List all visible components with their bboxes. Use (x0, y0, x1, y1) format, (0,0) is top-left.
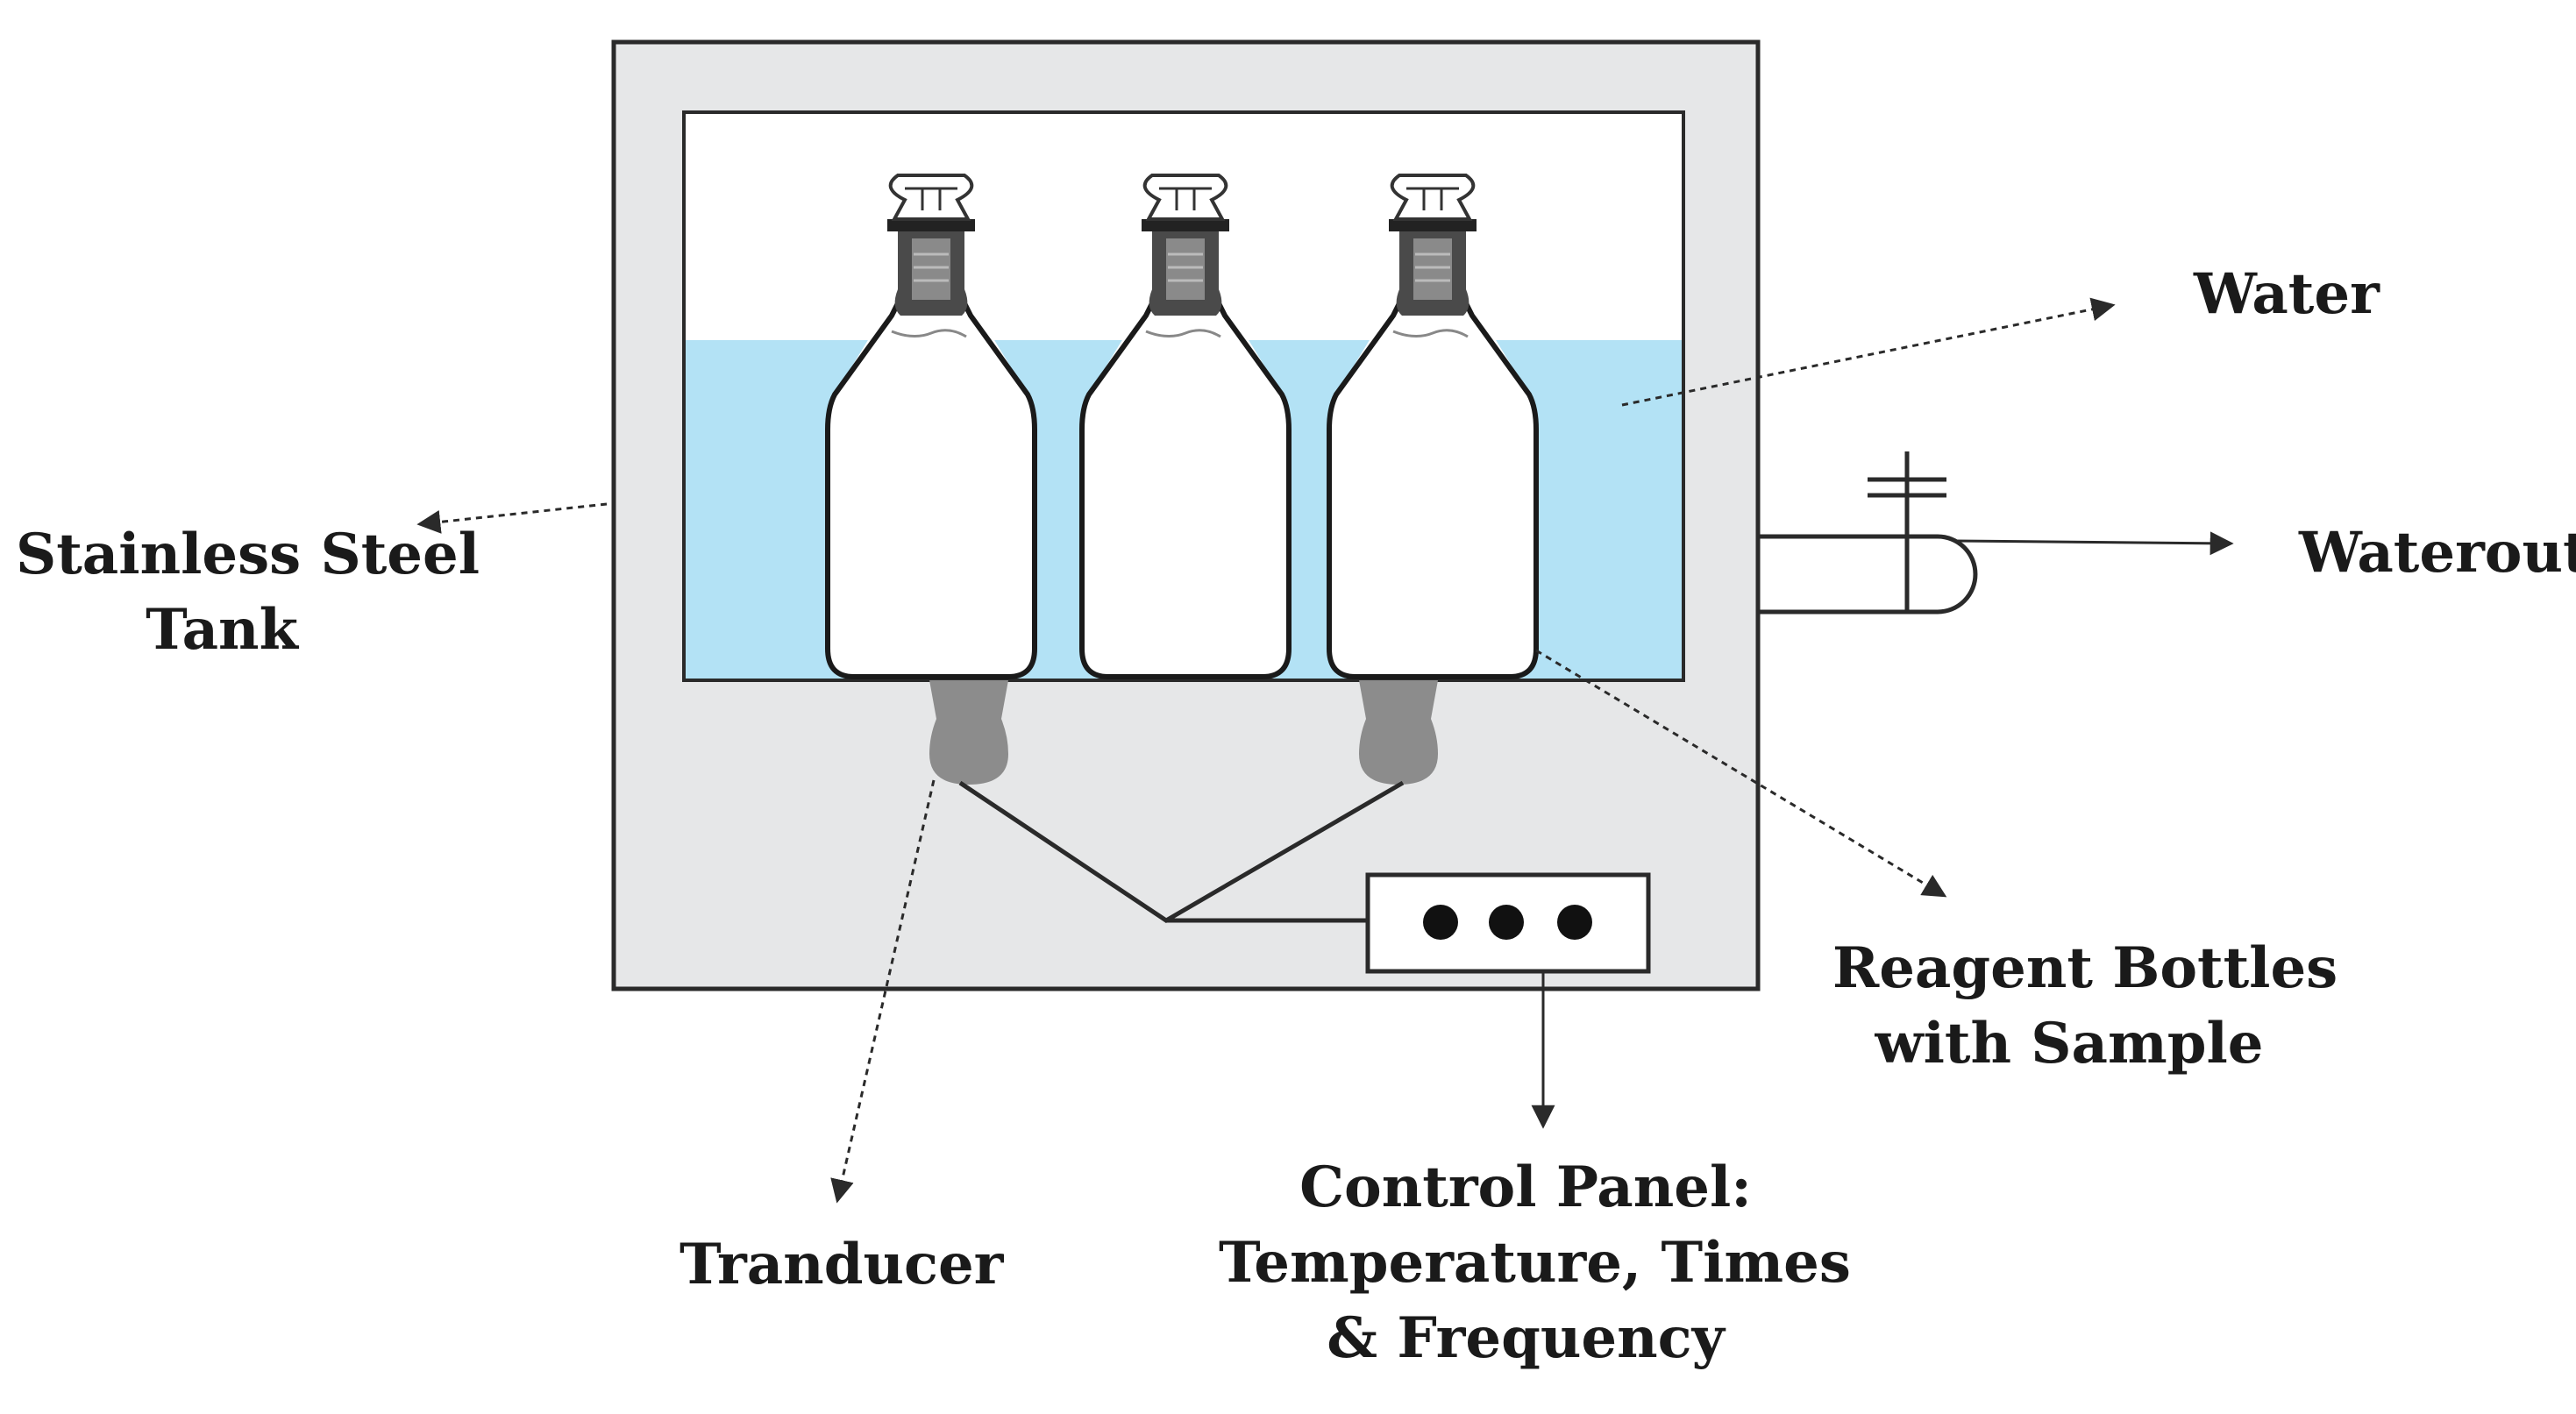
label-reagent-bottles: Reagent Bottles with Sample (1832, 931, 2338, 1082)
transducer-wiring (958, 780, 1405, 923)
reagent-bottle-1 (825, 174, 1037, 679)
knob-3 (1557, 905, 1592, 940)
arrow-transducer (830, 779, 936, 1204)
label-control-panel: Control Panel: Temperature, Times & Freq… (1219, 1150, 1851, 1376)
label-control-line-3: & Frequency (1327, 1305, 1725, 1371)
label-tank-line-1: Stainless Steel (16, 522, 480, 587)
solid-arrows (1531, 531, 2234, 1129)
waterout-pipe (1758, 451, 1978, 615)
label-bottles-line-1: Reagent Bottles (1832, 935, 2338, 1001)
label-transducer: Tranducer (680, 1232, 1004, 1297)
label-tank-line-2: Tank (146, 597, 298, 663)
control-panel (1365, 872, 1651, 974)
leader-arrows (416, 297, 2116, 1204)
arrow-waterout (1954, 531, 2234, 556)
arrow-water (1621, 297, 2116, 407)
label-waterout: Waterout (2299, 520, 2576, 586)
label-control-line-2: Temperature, Times (1219, 1230, 1851, 1296)
transducer-left (929, 680, 1008, 785)
transducer-right (1359, 680, 1438, 785)
knob-2 (1489, 905, 1524, 940)
arrow-tank (416, 502, 608, 534)
label-water: Water (2194, 261, 2380, 327)
knob-1 (1423, 905, 1458, 940)
label-control-line-1: Control Panel: (1299, 1155, 1752, 1220)
label-stainless-steel-tank: Stainless Steel Tank (16, 517, 480, 668)
label-bottles-line-2: with Sample (1875, 1011, 2264, 1076)
